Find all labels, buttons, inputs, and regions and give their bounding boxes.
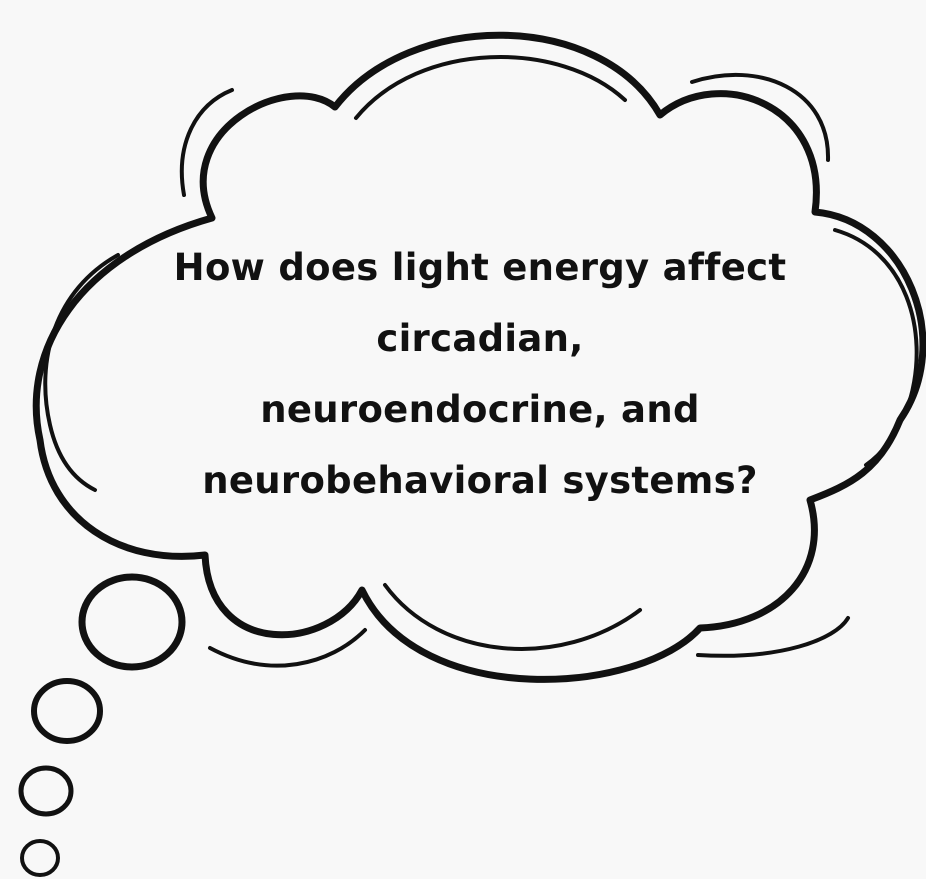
question-text: How does light energy affect circadian, … xyxy=(110,232,850,516)
thought-bubble-circle-icon xyxy=(78,573,186,671)
thought-bubble-circle-icon xyxy=(18,765,74,817)
cloud-accent-top-middle xyxy=(354,55,627,120)
cloud-accent-right xyxy=(833,228,919,467)
cloud-accent-left xyxy=(43,253,120,492)
cloud-accent-top-right xyxy=(690,72,831,162)
cloud-accent-top-left xyxy=(179,88,234,197)
thought-bubble-circle-icon xyxy=(20,839,60,877)
cloud-accent-bottom-right xyxy=(696,616,850,658)
question-line: neurobehavioral systems? xyxy=(202,459,758,502)
question-line: How does light energy affect xyxy=(173,246,787,289)
question-line: neuroendocrine, and xyxy=(260,388,700,431)
question-line: circadian, xyxy=(376,317,584,360)
thought-bubble-circle-icon xyxy=(31,678,103,744)
cloud-accent-bottom-middle xyxy=(383,583,642,651)
cloud-outline xyxy=(32,31,926,683)
cloud-accent-bottom-left xyxy=(208,628,367,668)
